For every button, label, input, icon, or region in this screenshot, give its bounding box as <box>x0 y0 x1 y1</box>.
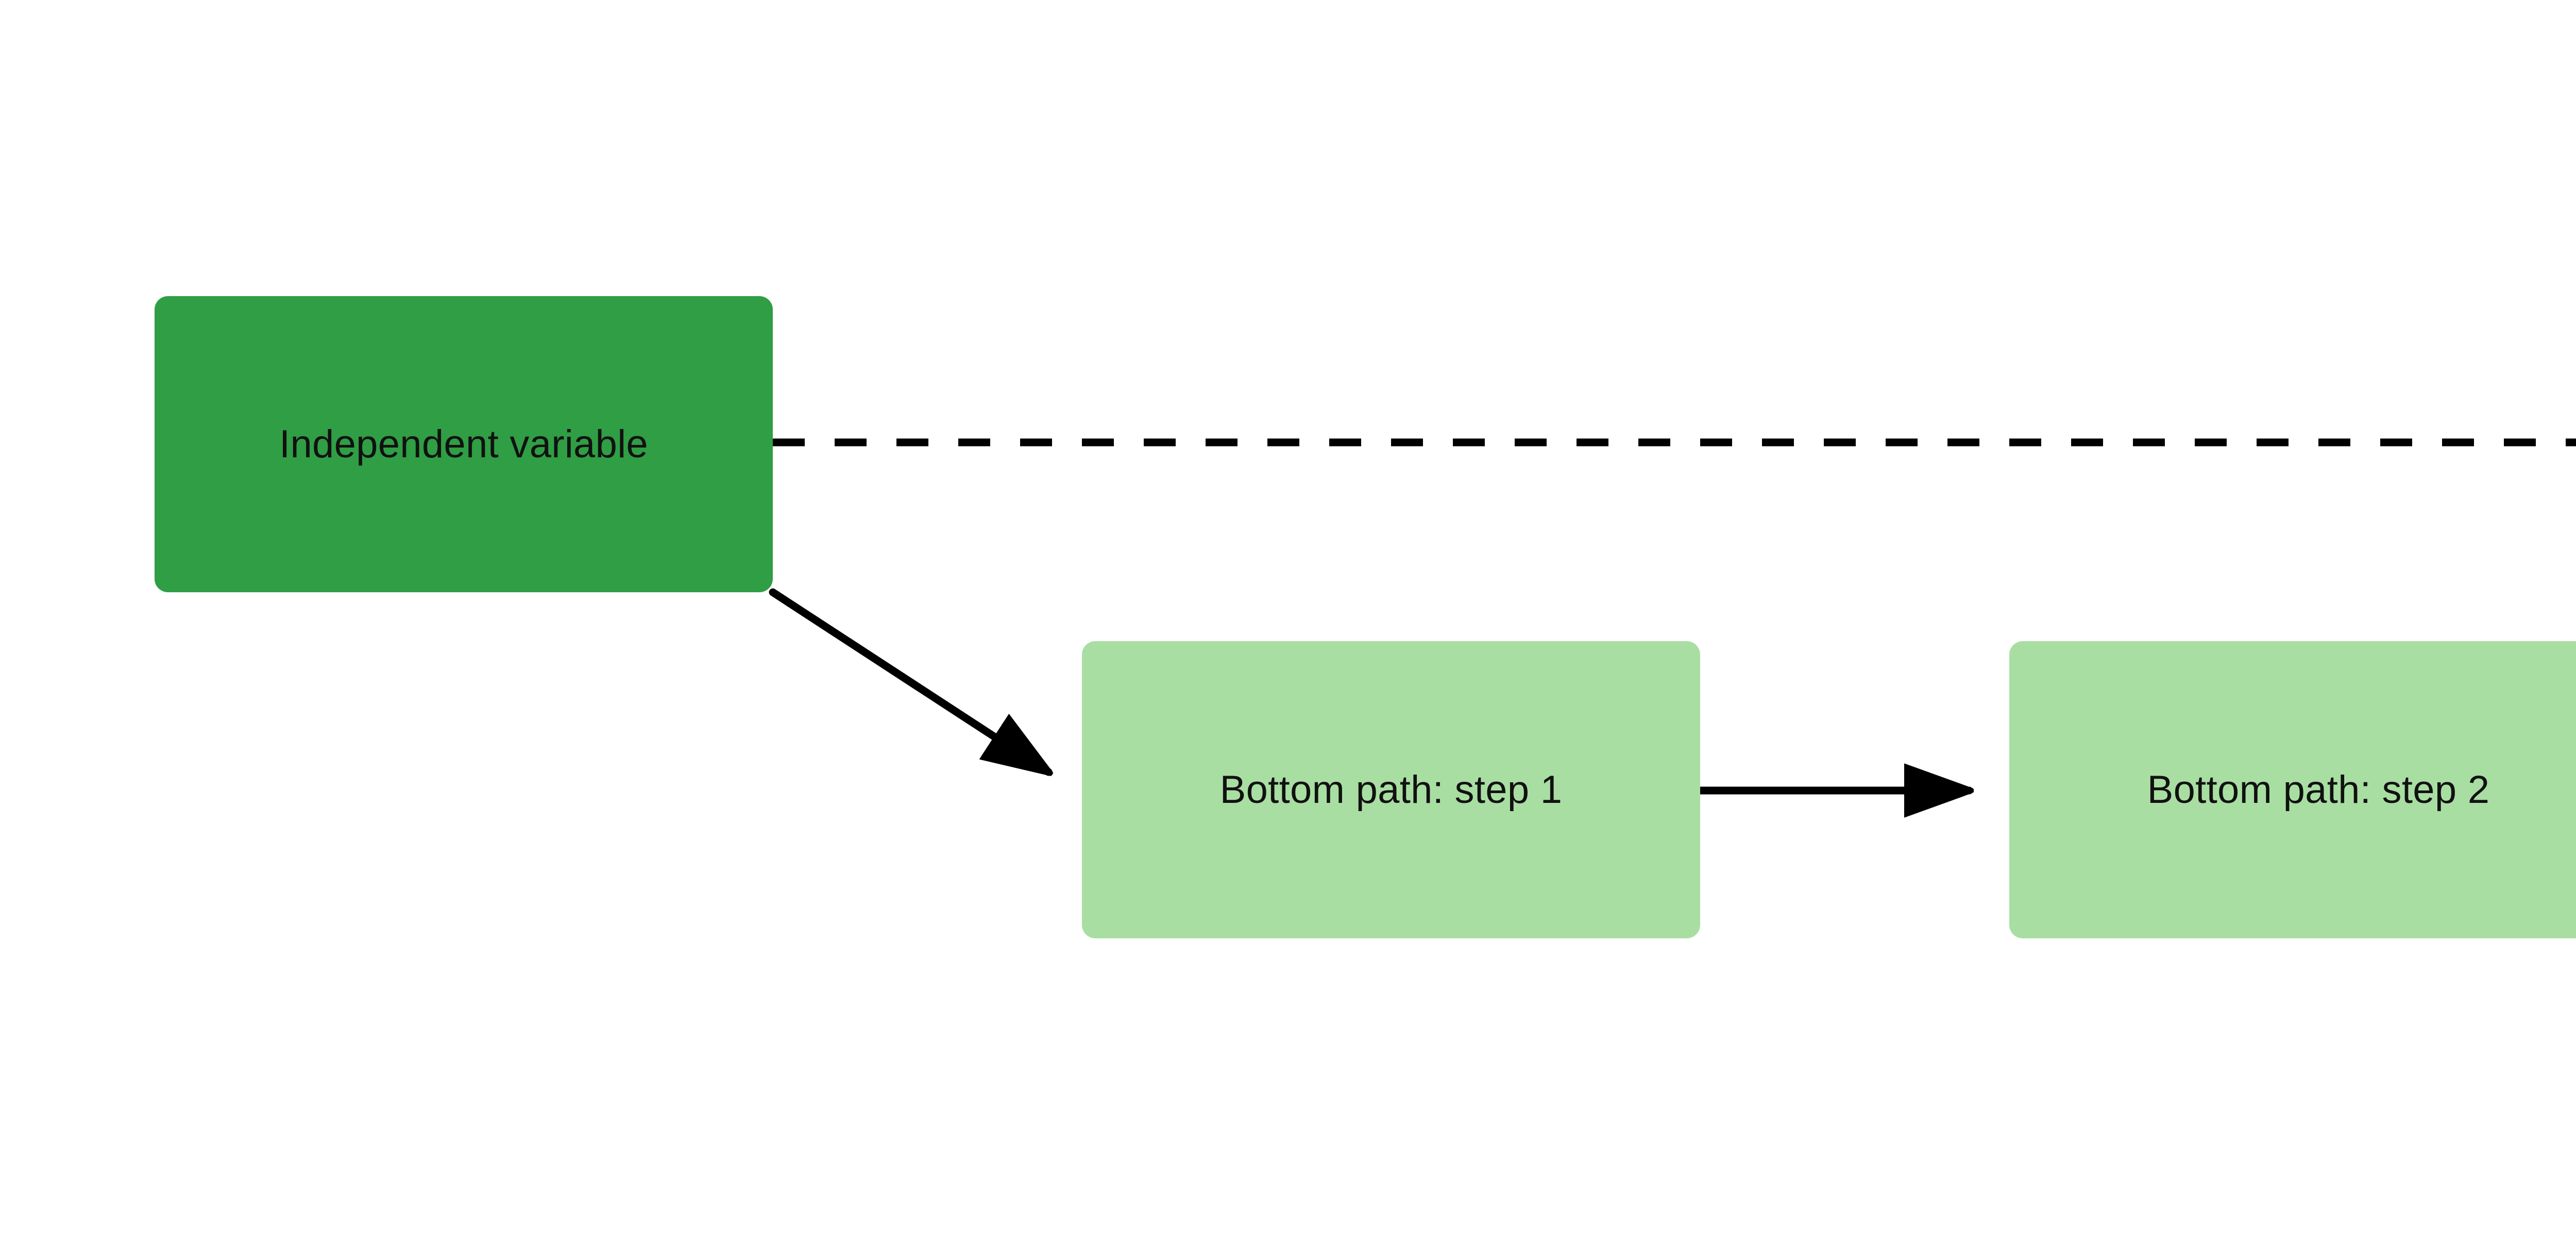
node-independent-variable-label: Independent variable <box>279 422 648 466</box>
node-bottom-path-step-2[interactable]: Bottom path: step 2 <box>2009 641 2576 938</box>
node-independent-variable[interactable]: Independent variable <box>155 296 773 592</box>
node-bottom-path-step-2-label: Bottom path: step 2 <box>2147 767 2490 812</box>
node-bottom-path-step-1[interactable]: Bottom path: step 1 <box>1082 641 1700 938</box>
node-bottom-path-step-1-label: Bottom path: step 1 <box>1219 767 1563 812</box>
edge-independent-to-step1 <box>769 588 1048 772</box>
